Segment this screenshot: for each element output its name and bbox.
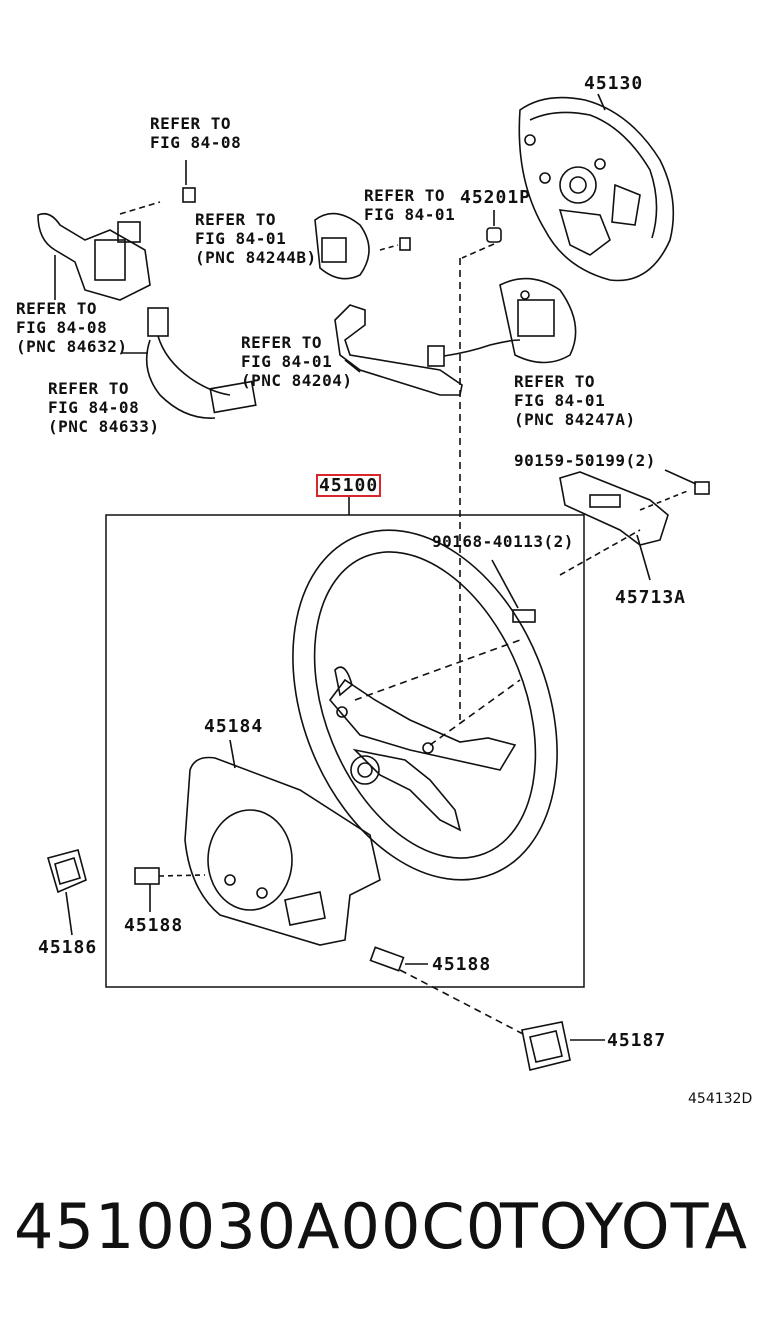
- wire-harness-84632: [122, 307, 257, 419]
- combination-switch-left: [37, 160, 196, 301]
- brand-name: TOYOTA: [500, 1190, 749, 1263]
- airbag-45130: [518, 93, 675, 282]
- switch-84244b: [314, 212, 411, 280]
- callout-90168: 90168-40113(2): [432, 532, 574, 551]
- nut-45201p: [461, 210, 502, 259]
- callout-90159: 90159-50199(2): [514, 451, 656, 470]
- callout-45130: 45130: [584, 73, 644, 94]
- callout-45201p: 45201P: [460, 187, 532, 208]
- bracket-84204: [334, 304, 521, 396]
- screw-45188-left: [134, 867, 206, 912]
- callout-45186: 45186: [38, 937, 98, 958]
- switch-84247a: [499, 277, 577, 364]
- callout-45188-left: 45188: [124, 915, 184, 936]
- callout-45100: 45100: [315, 474, 382, 497]
- cover-45184: [184, 739, 381, 946]
- cap-45187: [521, 1021, 605, 1071]
- screw-45188-right: [369, 946, 526, 1036]
- screw-90168: [491, 559, 536, 623]
- diagram-code: 454132D: [688, 1091, 753, 1107]
- parts-diagram: [37, 93, 710, 1071]
- steering-wheel-45100: [292, 529, 558, 881]
- pad-45713a: [559, 469, 710, 581]
- part-number: 4510030A00C0: [14, 1190, 507, 1263]
- callout-45184: 45184: [204, 716, 264, 737]
- callout-45188-right: 45188: [432, 954, 492, 975]
- assembly-box: [105, 514, 585, 988]
- callout-45713a: 45713A: [615, 587, 687, 608]
- cap-45186: [47, 849, 87, 936]
- callout-45187: 45187: [607, 1030, 667, 1051]
